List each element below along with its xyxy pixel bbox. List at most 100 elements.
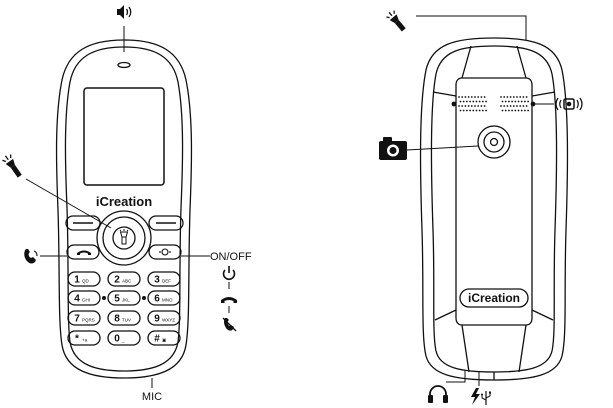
grille-hole	[474, 96, 476, 98]
grille-hole	[458, 96, 460, 98]
keypad-key-outline	[67, 290, 101, 306]
back-body-outline	[419, 37, 569, 381]
keypad-separator-dot	[142, 296, 146, 300]
grille-hole	[511, 109, 513, 112]
mute-icon	[222, 317, 237, 332]
keypad-key-digit: #	[154, 334, 160, 345]
grille-hole	[508, 100, 510, 103]
grille-hole	[517, 100, 520, 103]
call-key	[66, 244, 100, 260]
grille-hole	[458, 105, 460, 107]
grille-hole	[524, 109, 526, 112]
camera-icon	[379, 137, 407, 160]
camera-lens	[489, 137, 499, 147]
grille-hole	[480, 96, 483, 98]
grille-hole	[504, 100, 507, 103]
grille-hole	[475, 109, 478, 112]
grille-hole	[474, 105, 476, 107]
grille-hole	[472, 109, 475, 112]
keypad-key-outline	[67, 330, 101, 346]
keypad-key-digit: 8	[114, 314, 120, 325]
grille-hole	[508, 109, 510, 112]
grille-hole	[517, 109, 520, 112]
grille-hole	[500, 105, 502, 107]
nav-ring-outer	[96, 210, 152, 266]
keypad-key-letters: +a	[82, 338, 88, 343]
nav-flashlight-glyph	[119, 229, 129, 245]
grille-hole	[516, 96, 518, 98]
screen	[83, 87, 165, 186]
keypad-key-outline	[147, 290, 181, 306]
keypad-key-outline	[107, 310, 141, 326]
grille-hole	[509, 105, 512, 107]
front-body-outline	[55, 39, 193, 379]
flashlight-icon	[2, 154, 22, 178]
keypad-key[interactable]: *+a	[67, 330, 101, 346]
grille-hole	[459, 109, 462, 112]
keypad-key-outline	[147, 271, 181, 287]
grille-hole	[512, 96, 515, 98]
keypad-key-digit: 0	[114, 334, 120, 345]
keypad-key-outline	[107, 290, 141, 306]
camera-housing	[477, 125, 511, 159]
grille-hole	[506, 105, 509, 107]
keypad-key-letters: ABC	[122, 279, 132, 284]
grille-hole	[514, 100, 517, 103]
call-icon	[24, 249, 38, 264]
keypad-key-outline	[67, 310, 101, 326]
keypad-key-digit: 3	[154, 275, 160, 286]
grille-hole	[503, 96, 506, 98]
keypad-key-letters: MNO	[162, 298, 173, 303]
grille-hole	[480, 105, 483, 107]
keypad-key-letters: WXYZ	[162, 318, 175, 323]
back-brand-logo: iCreation	[468, 291, 520, 305]
grille-hole	[478, 109, 481, 112]
grille-hole	[477, 96, 480, 98]
grille-hole	[470, 96, 473, 98]
grille-hole	[482, 109, 484, 112]
grille-hole	[519, 96, 522, 98]
grille-hole	[485, 100, 487, 103]
earpiece	[117, 61, 131, 69]
grille-hole	[461, 105, 464, 107]
grille-hole	[462, 100, 465, 103]
charging-usb-icon	[471, 388, 491, 405]
end-key-glyph	[159, 248, 171, 256]
keypad-key-digit: 1	[74, 275, 80, 286]
keypad-key-letters: GHI	[82, 298, 90, 303]
grille-hole	[503, 105, 506, 107]
grille-hole	[475, 100, 478, 103]
keypad-key-outline	[67, 271, 101, 287]
keypad-key[interactable]: 0_	[107, 330, 141, 346]
grille-hole	[524, 100, 526, 103]
back-brand-badge	[459, 288, 529, 308]
front-callout-lines	[25, 26, 230, 388]
keypad-key[interactable]: #▣	[147, 330, 181, 346]
front-body-inner	[64, 46, 184, 372]
grille-hole	[522, 96, 525, 98]
grille-hole	[461, 96, 464, 98]
keypad-key-letters: ▣	[162, 338, 167, 343]
grille-hole	[459, 100, 462, 103]
keypad-key-outline	[147, 330, 181, 346]
grille-hole	[462, 109, 465, 112]
grille-end-right	[530, 101, 536, 107]
power-label: ON/OFF	[210, 251, 252, 263]
keypad-separator-dot	[102, 296, 106, 300]
keypad-key-digit: 6	[154, 294, 160, 305]
battery-cover	[455, 77, 533, 326]
loudspeaker-icon	[555, 97, 583, 111]
loudspeaker-grille	[458, 96, 529, 112]
phone-front-view	[55, 39, 193, 379]
grille-hole	[477, 105, 480, 107]
